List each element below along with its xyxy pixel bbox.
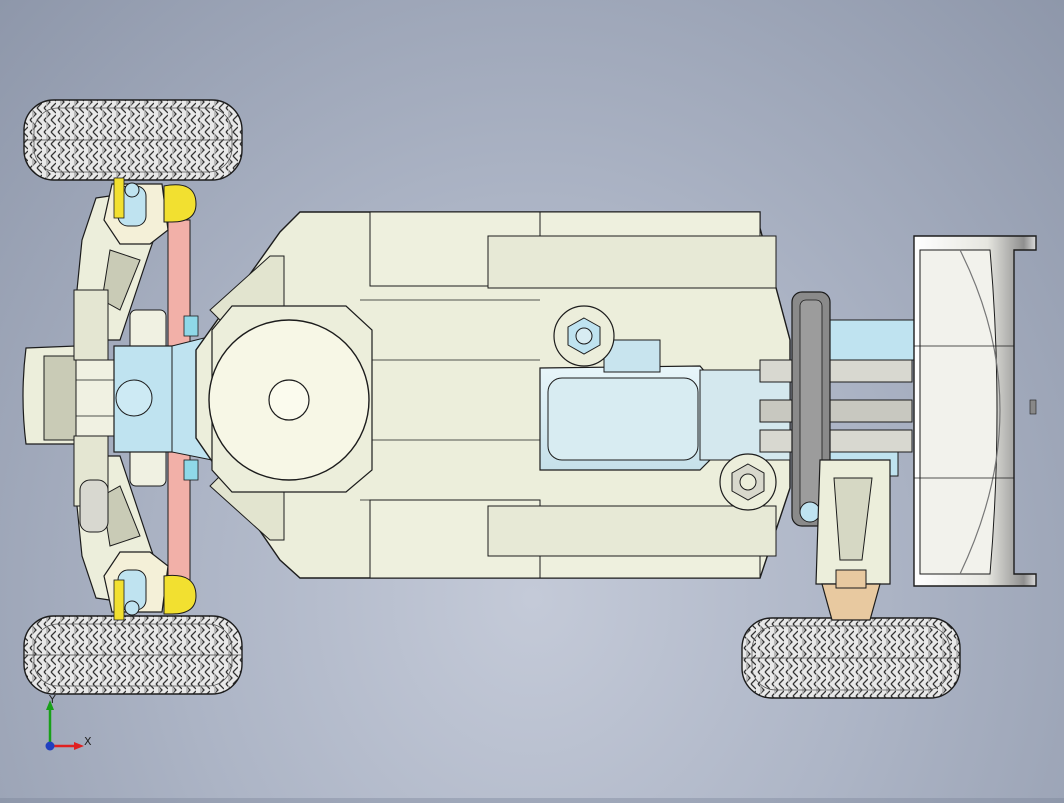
triad-axes — [45, 700, 84, 751]
front-bumper[interactable] — [22, 345, 121, 445]
rear-rod-end[interactable] — [821, 569, 881, 621]
steering-knuckle-bottom[interactable] — [103, 551, 169, 616]
rear-wing[interactable] — [913, 235, 1037, 587]
spur-gear[interactable] — [208, 305, 373, 493]
hex-nut-lower[interactable] — [719, 453, 777, 511]
rear-strut[interactable] — [815, 459, 891, 585]
rear-gearbox[interactable] — [539, 339, 791, 471]
triad-x-label: X — [84, 735, 92, 748]
tire-front-bottom[interactable] — [23, 615, 243, 695]
steering-knuckle-top[interactable] — [103, 182, 169, 245]
ball-joint-top[interactable] — [113, 177, 197, 223]
triad-y-label: Y — [49, 693, 56, 706]
tire-rear[interactable] — [741, 617, 961, 699]
ball-joint-bottom[interactable] — [113, 574, 197, 621]
hex-nut-upper[interactable] — [553, 305, 615, 367]
tire-front-top[interactable] — [23, 99, 243, 181]
coordinate-triad: Y X — [38, 694, 100, 758]
